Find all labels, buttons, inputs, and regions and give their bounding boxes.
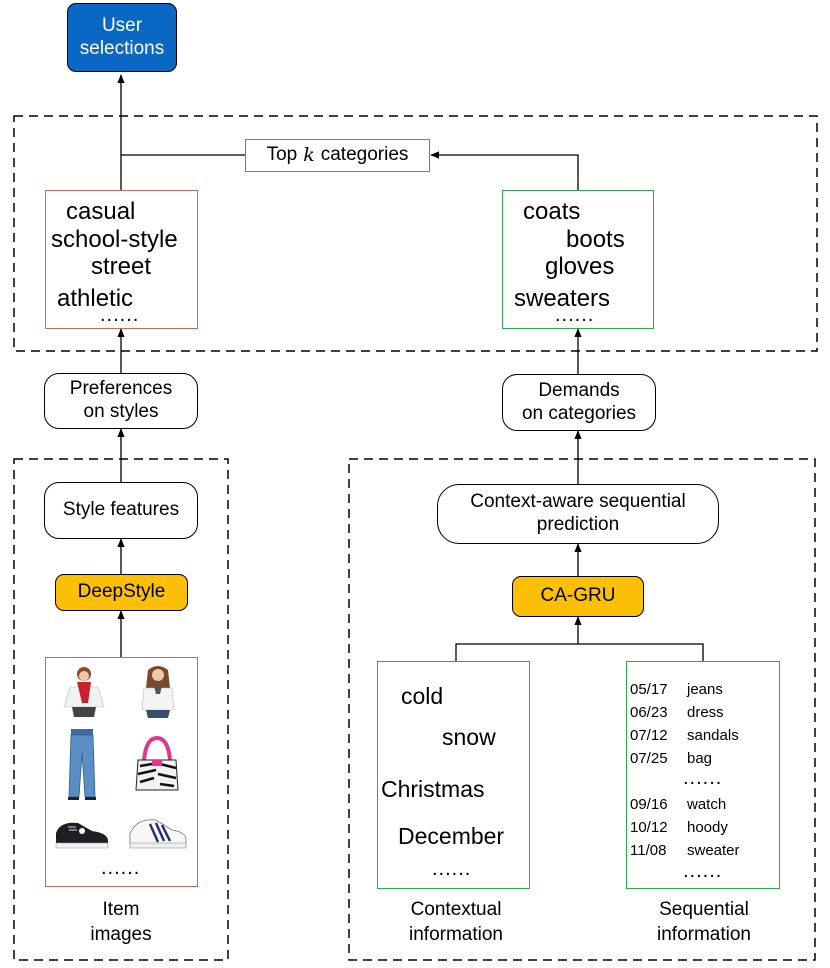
category-word-coats: coats xyxy=(523,198,581,225)
sequence-item: dress xyxy=(687,704,724,721)
sequence-date: 10/12 xyxy=(630,819,668,836)
category-word-sweaters: sweaters xyxy=(514,285,611,312)
context-word-december: December xyxy=(398,823,505,849)
context-word-snow: snow xyxy=(442,724,496,750)
style-features-box: Style features xyxy=(44,482,198,539)
sequence-item: watch xyxy=(687,796,727,813)
context-branch xyxy=(455,643,704,661)
sequence-date: 06/23 xyxy=(630,704,668,721)
black-sneaker-image xyxy=(55,822,109,849)
right-region-dashed xyxy=(348,458,816,961)
context-word-christmas: Christmas xyxy=(381,776,485,802)
sequence-date: 07/25 xyxy=(630,750,668,767)
demands-line2: on categories xyxy=(521,402,637,424)
sequence-date: 05/17 xyxy=(630,681,668,698)
item-images-line2: images xyxy=(90,923,152,945)
style-word-athletic: athletic xyxy=(57,285,134,312)
zebra-bag-image xyxy=(135,736,179,791)
deepstyle-label: DeepStyle xyxy=(77,581,166,603)
user-selections-line1: User xyxy=(101,14,143,36)
context-word-cold: cold xyxy=(401,683,444,709)
arrow-categories-to-topk xyxy=(430,151,579,190)
sequence-date: 07/12 xyxy=(630,727,668,744)
sequence-item: sandals xyxy=(687,727,739,744)
contextual-line1: Contextual xyxy=(410,899,502,920)
style-word-casual: casual xyxy=(66,198,136,225)
sequence-item: bag xyxy=(687,750,713,767)
category-words-ellipsis: ...... xyxy=(555,304,595,326)
item-images-caption: Item images xyxy=(61,898,181,947)
style-word-street: street xyxy=(91,253,152,280)
ca-gru-label: CA-GRU xyxy=(540,585,616,607)
category-word-gloves: gloves xyxy=(545,253,615,280)
sequence-item: hoody xyxy=(687,819,728,836)
top-k-suffix: categories xyxy=(320,144,409,166)
item-images-ellipsis: ...... xyxy=(101,857,141,879)
preferences-line2: on styles xyxy=(83,401,159,422)
woman-red-scarf-image xyxy=(63,667,105,717)
contextual-line2: information xyxy=(409,923,503,945)
category-words-box xyxy=(502,190,654,329)
sequential-line2: information xyxy=(657,923,751,945)
top-k-categories-box: Top k categories xyxy=(245,139,430,172)
top-region-dashed xyxy=(13,115,818,352)
jeans-image xyxy=(68,729,96,800)
category-word-boots: boots xyxy=(566,226,625,253)
top-k-variable: k xyxy=(303,144,315,167)
top-k-prefix: Top xyxy=(266,144,298,166)
contextual-information-caption: Contextual information xyxy=(386,898,526,947)
context-aware-prediction-box: Context-aware sequential prediction xyxy=(437,484,719,544)
sequential-information-box: 05/17 jeans 06/23 dress 07/12 sandals 07… xyxy=(626,661,780,889)
sequence-item: jeans xyxy=(687,681,723,698)
sequence-ellipsis-bottom: ...... xyxy=(683,860,723,882)
user-selections-box: User selections xyxy=(67,3,177,72)
woman-white-top-image xyxy=(141,666,175,718)
style-words-box xyxy=(45,190,198,329)
contextual-ellipsis: ...... xyxy=(432,858,472,880)
prediction-line1: Context-aware sequential xyxy=(470,491,686,513)
user-selections-line2: selections xyxy=(79,37,165,59)
sequence-ellipsis: ...... xyxy=(683,767,723,789)
preferences-on-styles-box: Preferences on styles xyxy=(44,373,198,429)
demands-line1: Demands xyxy=(538,379,620,401)
prediction-line2: prediction xyxy=(536,514,620,535)
sequence-item: sweater xyxy=(687,842,740,859)
sequential-line1: Sequential xyxy=(659,899,749,920)
sequential-information-caption: Sequential information xyxy=(634,898,774,947)
style-word-school-style: school-style xyxy=(51,226,178,253)
item-images-line1: Item xyxy=(102,899,140,920)
sequence-date: 09/16 xyxy=(630,796,668,813)
style-words-ellipsis: ...... xyxy=(100,304,140,326)
white-sneaker-image xyxy=(129,819,187,849)
sequence-date: 11/08 xyxy=(630,842,667,859)
deepstyle-box: DeepStyle xyxy=(55,574,188,611)
demands-on-categories-box: Demands on categories xyxy=(502,374,656,431)
ca-gru-box: CA-GRU xyxy=(512,576,644,617)
preferences-line1: Preferences xyxy=(69,378,173,400)
contextual-information-box xyxy=(377,661,530,889)
style-features-label: Style features xyxy=(62,499,180,521)
